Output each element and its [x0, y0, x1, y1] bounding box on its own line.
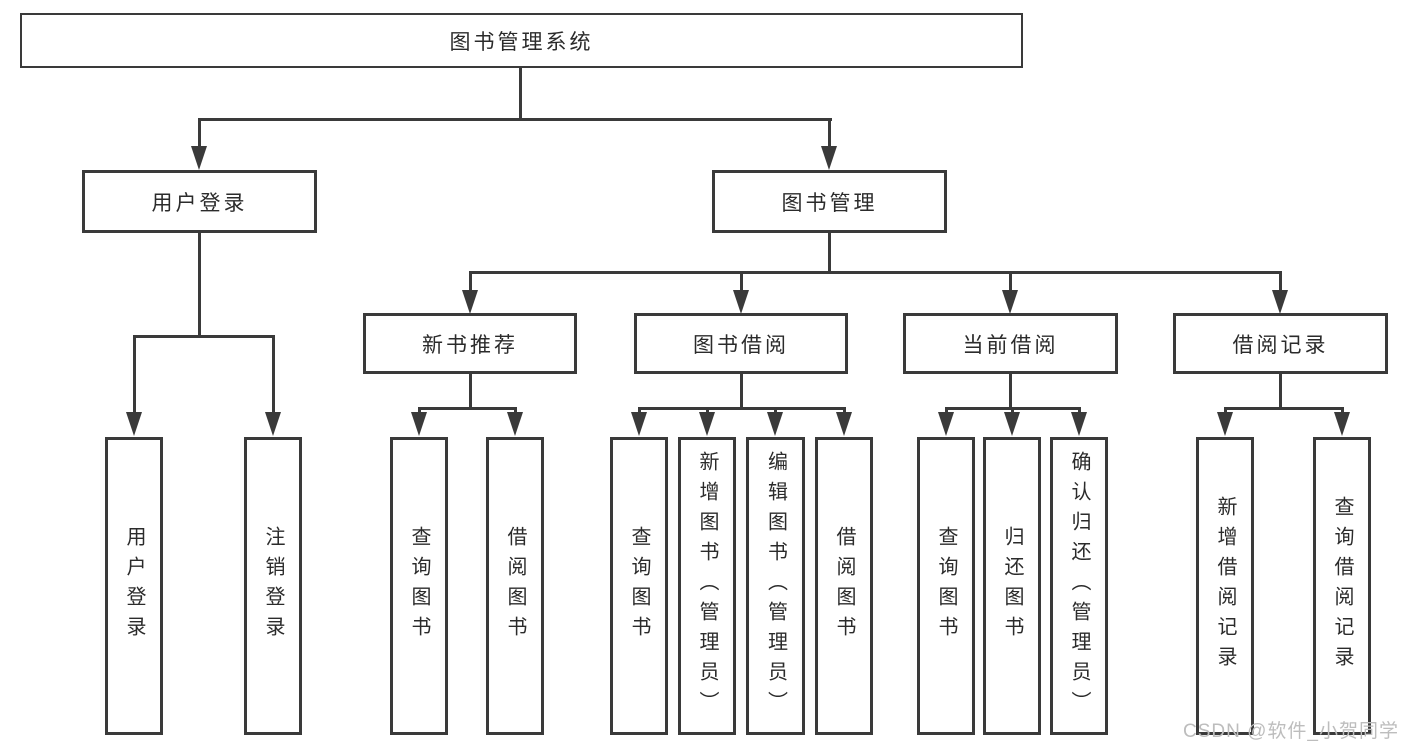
leaf-return-book: 归还图书 [983, 437, 1041, 735]
arrowhead-to-query-borrow-record [1334, 412, 1350, 436]
connector-userlogin-drop-2 [272, 335, 275, 415]
connector-currentborrow-stem [1009, 374, 1012, 410]
node-user-login-label: 用户登录 [151, 191, 248, 215]
leaf-return-book-label: 归还图书 [1001, 526, 1023, 646]
node-borrow-records-label: 借阅记录 [1232, 333, 1329, 357]
connector-bookborrow-bar [638, 407, 846, 410]
connector-bookmgmt-drop-1 [469, 271, 472, 293]
leaf-user-login: 用户登录 [105, 437, 163, 735]
leaf-query-borrow-record-label: 查询借阅记录 [1331, 496, 1353, 676]
leaf-query-book-3-label: 查询图书 [935, 526, 957, 646]
connector-userlogin-drop-1 [133, 335, 136, 415]
leaf-add-book-admin-label: 新增图书（管理员） [696, 451, 718, 721]
leaf-add-book-admin: 新增图书（管理员） [678, 437, 736, 735]
arrowhead-to-borrow-records [1272, 290, 1288, 314]
leaf-confirm-return-admin-label: 确认归还（管理员） [1068, 451, 1090, 721]
connector-root-stem [519, 68, 522, 121]
arrowhead-to-edit-book-admin [767, 412, 783, 436]
arrowhead-to-leaf-user-login [126, 412, 142, 436]
arrowhead-to-borrow-book-2 [836, 412, 852, 436]
connector-userlogin-bar [133, 335, 275, 338]
arrowhead-to-book-management [821, 146, 837, 170]
arrowhead-to-borrow-book-1 [507, 412, 523, 436]
connector-bookmgmt-drop-3 [1009, 271, 1012, 293]
connector-bookmgmt-stem [828, 233, 831, 274]
arrowhead-to-return-book [1004, 412, 1020, 436]
connector-newbook-bar [418, 407, 517, 410]
arrowhead-to-query-book-3 [938, 412, 954, 436]
connector-newbook-stem [469, 374, 472, 410]
arrowhead-to-confirm-return-admin [1071, 412, 1087, 436]
node-new-book-recommend-label: 新书推荐 [422, 333, 518, 357]
connector-bookborrow-stem [740, 374, 743, 410]
leaf-borrow-book-1-label: 借阅图书 [504, 526, 526, 646]
leaf-edit-book-admin-label: 编辑图书（管理员） [764, 451, 787, 721]
csdn-watermark: CSDN @软件_小贺同学 [1183, 721, 1399, 742]
node-borrow-records: 借阅记录 [1173, 313, 1388, 374]
leaf-borrow-book-2: 借阅图书 [815, 437, 873, 735]
leaf-query-borrow-record: 查询借阅记录 [1313, 437, 1371, 735]
node-book-borrow: 图书借阅 [634, 313, 848, 374]
arrowhead-to-user-login [191, 146, 207, 170]
leaf-query-book-1-label: 查询图书 [408, 526, 430, 646]
arrowhead-to-current-borrow [1002, 290, 1018, 314]
connector-bookmgmt-drop-2 [740, 271, 743, 293]
connector-root-drop-right [828, 118, 831, 150]
arrowhead-to-book-borrow [733, 290, 749, 314]
leaf-borrow-book-1: 借阅图书 [486, 437, 544, 735]
node-book-management-label: 图书管理 [781, 191, 878, 215]
leaf-query-book-1: 查询图书 [390, 437, 448, 735]
connector-root-drop-left [198, 118, 201, 150]
leaf-user-login-label: 用户登录 [123, 526, 145, 646]
leaf-add-borrow-record: 新增借阅记录 [1196, 437, 1254, 735]
arrowhead-to-new-book-recommend [462, 290, 478, 314]
node-book-management: 图书管理 [712, 170, 947, 233]
connector-root-bar [198, 118, 832, 121]
leaf-borrow-book-2-label: 借阅图书 [833, 526, 855, 646]
connector-bookmgmt-bar [469, 271, 1282, 274]
node-current-borrow-label: 当前借阅 [962, 333, 1059, 357]
connector-bookmgmt-drop-4 [1279, 271, 1282, 293]
leaf-query-book-2-label: 查询图书 [628, 526, 650, 646]
node-user-login: 用户登录 [82, 170, 317, 233]
arrowhead-to-query-book-2 [631, 412, 647, 436]
leaf-query-book-2: 查询图书 [610, 437, 668, 735]
leaf-add-borrow-record-label: 新增借阅记录 [1214, 496, 1236, 676]
leaf-logout-label: 注销登录 [262, 526, 284, 646]
node-book-borrow-label: 图书借阅 [693, 333, 789, 357]
arrowhead-to-leaf-logout [265, 412, 281, 436]
leaf-query-book-3: 查询图书 [917, 437, 975, 735]
connector-borrowrecords-stem [1279, 374, 1282, 410]
node-root: 图书管理系统 [20, 13, 1023, 68]
node-new-book-recommend: 新书推荐 [363, 313, 577, 374]
leaf-logout: 注销登录 [244, 437, 302, 735]
node-root-label: 图书管理系统 [449, 30, 594, 54]
connector-userlogin-stem [198, 233, 201, 337]
leaf-confirm-return-admin: 确认归还（管理员） [1050, 437, 1108, 735]
arrowhead-to-add-borrow-record [1217, 412, 1233, 436]
arrowhead-to-query-book-1 [411, 412, 427, 436]
leaf-edit-book-admin: 编辑图书（管理员） [746, 437, 805, 735]
node-current-borrow: 当前借阅 [903, 313, 1118, 374]
arrowhead-to-add-book-admin [699, 412, 715, 436]
connector-borrowrecords-bar [1224, 407, 1343, 410]
